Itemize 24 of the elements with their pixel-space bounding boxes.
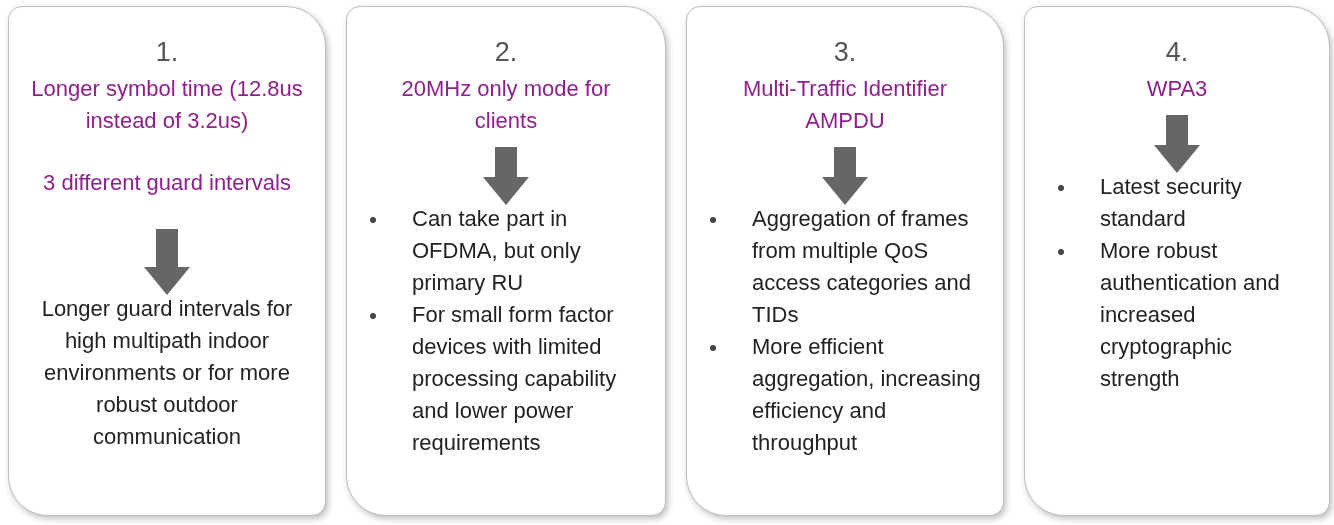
down-arrow (1154, 115, 1200, 173)
bullet-text: Can take part in OFDMA, but only primary RU (412, 206, 581, 295)
bullet-text: For small form factor devices with limited processing capability and lower power requirements (412, 302, 617, 455)
bullet-text: More efficient aggregation, increasing efficiency and throughput (752, 334, 981, 455)
down-arrow (483, 147, 529, 205)
step-number: 2. (494, 36, 518, 69)
step-number: 3. (833, 36, 857, 69)
bullet-text: More robust authentication and increased cryptographic strength (1100, 238, 1280, 391)
description-text: Longer guard intervals for high multipath indoor environments or for more robust outdoor communication (40, 295, 294, 451)
feature-card (1024, 6, 1330, 516)
feature-heading: Multi-Traffic Identifier AMPDU (741, 75, 949, 135)
feature-heading: Longer symbol time (12.8us instead of 3.2us) (30, 75, 304, 135)
feature-heading: 20MHz only mode for clients (400, 75, 612, 135)
feature-heading: 3 different guard intervals (42, 169, 292, 197)
feature-card (686, 6, 1004, 516)
feature-card (8, 6, 326, 516)
down-arrow (144, 229, 190, 295)
bullet-text: Latest security standard (1100, 174, 1242, 231)
down-arrow (822, 147, 868, 205)
step-number: 4. (1165, 36, 1189, 69)
step-number: 1. (155, 36, 179, 69)
bullet-text: Aggregation of frames from multiple QoS access categories and TIDs (752, 206, 971, 327)
feature-heading: WPA3 (1145, 75, 1209, 103)
feature-card (346, 6, 666, 516)
